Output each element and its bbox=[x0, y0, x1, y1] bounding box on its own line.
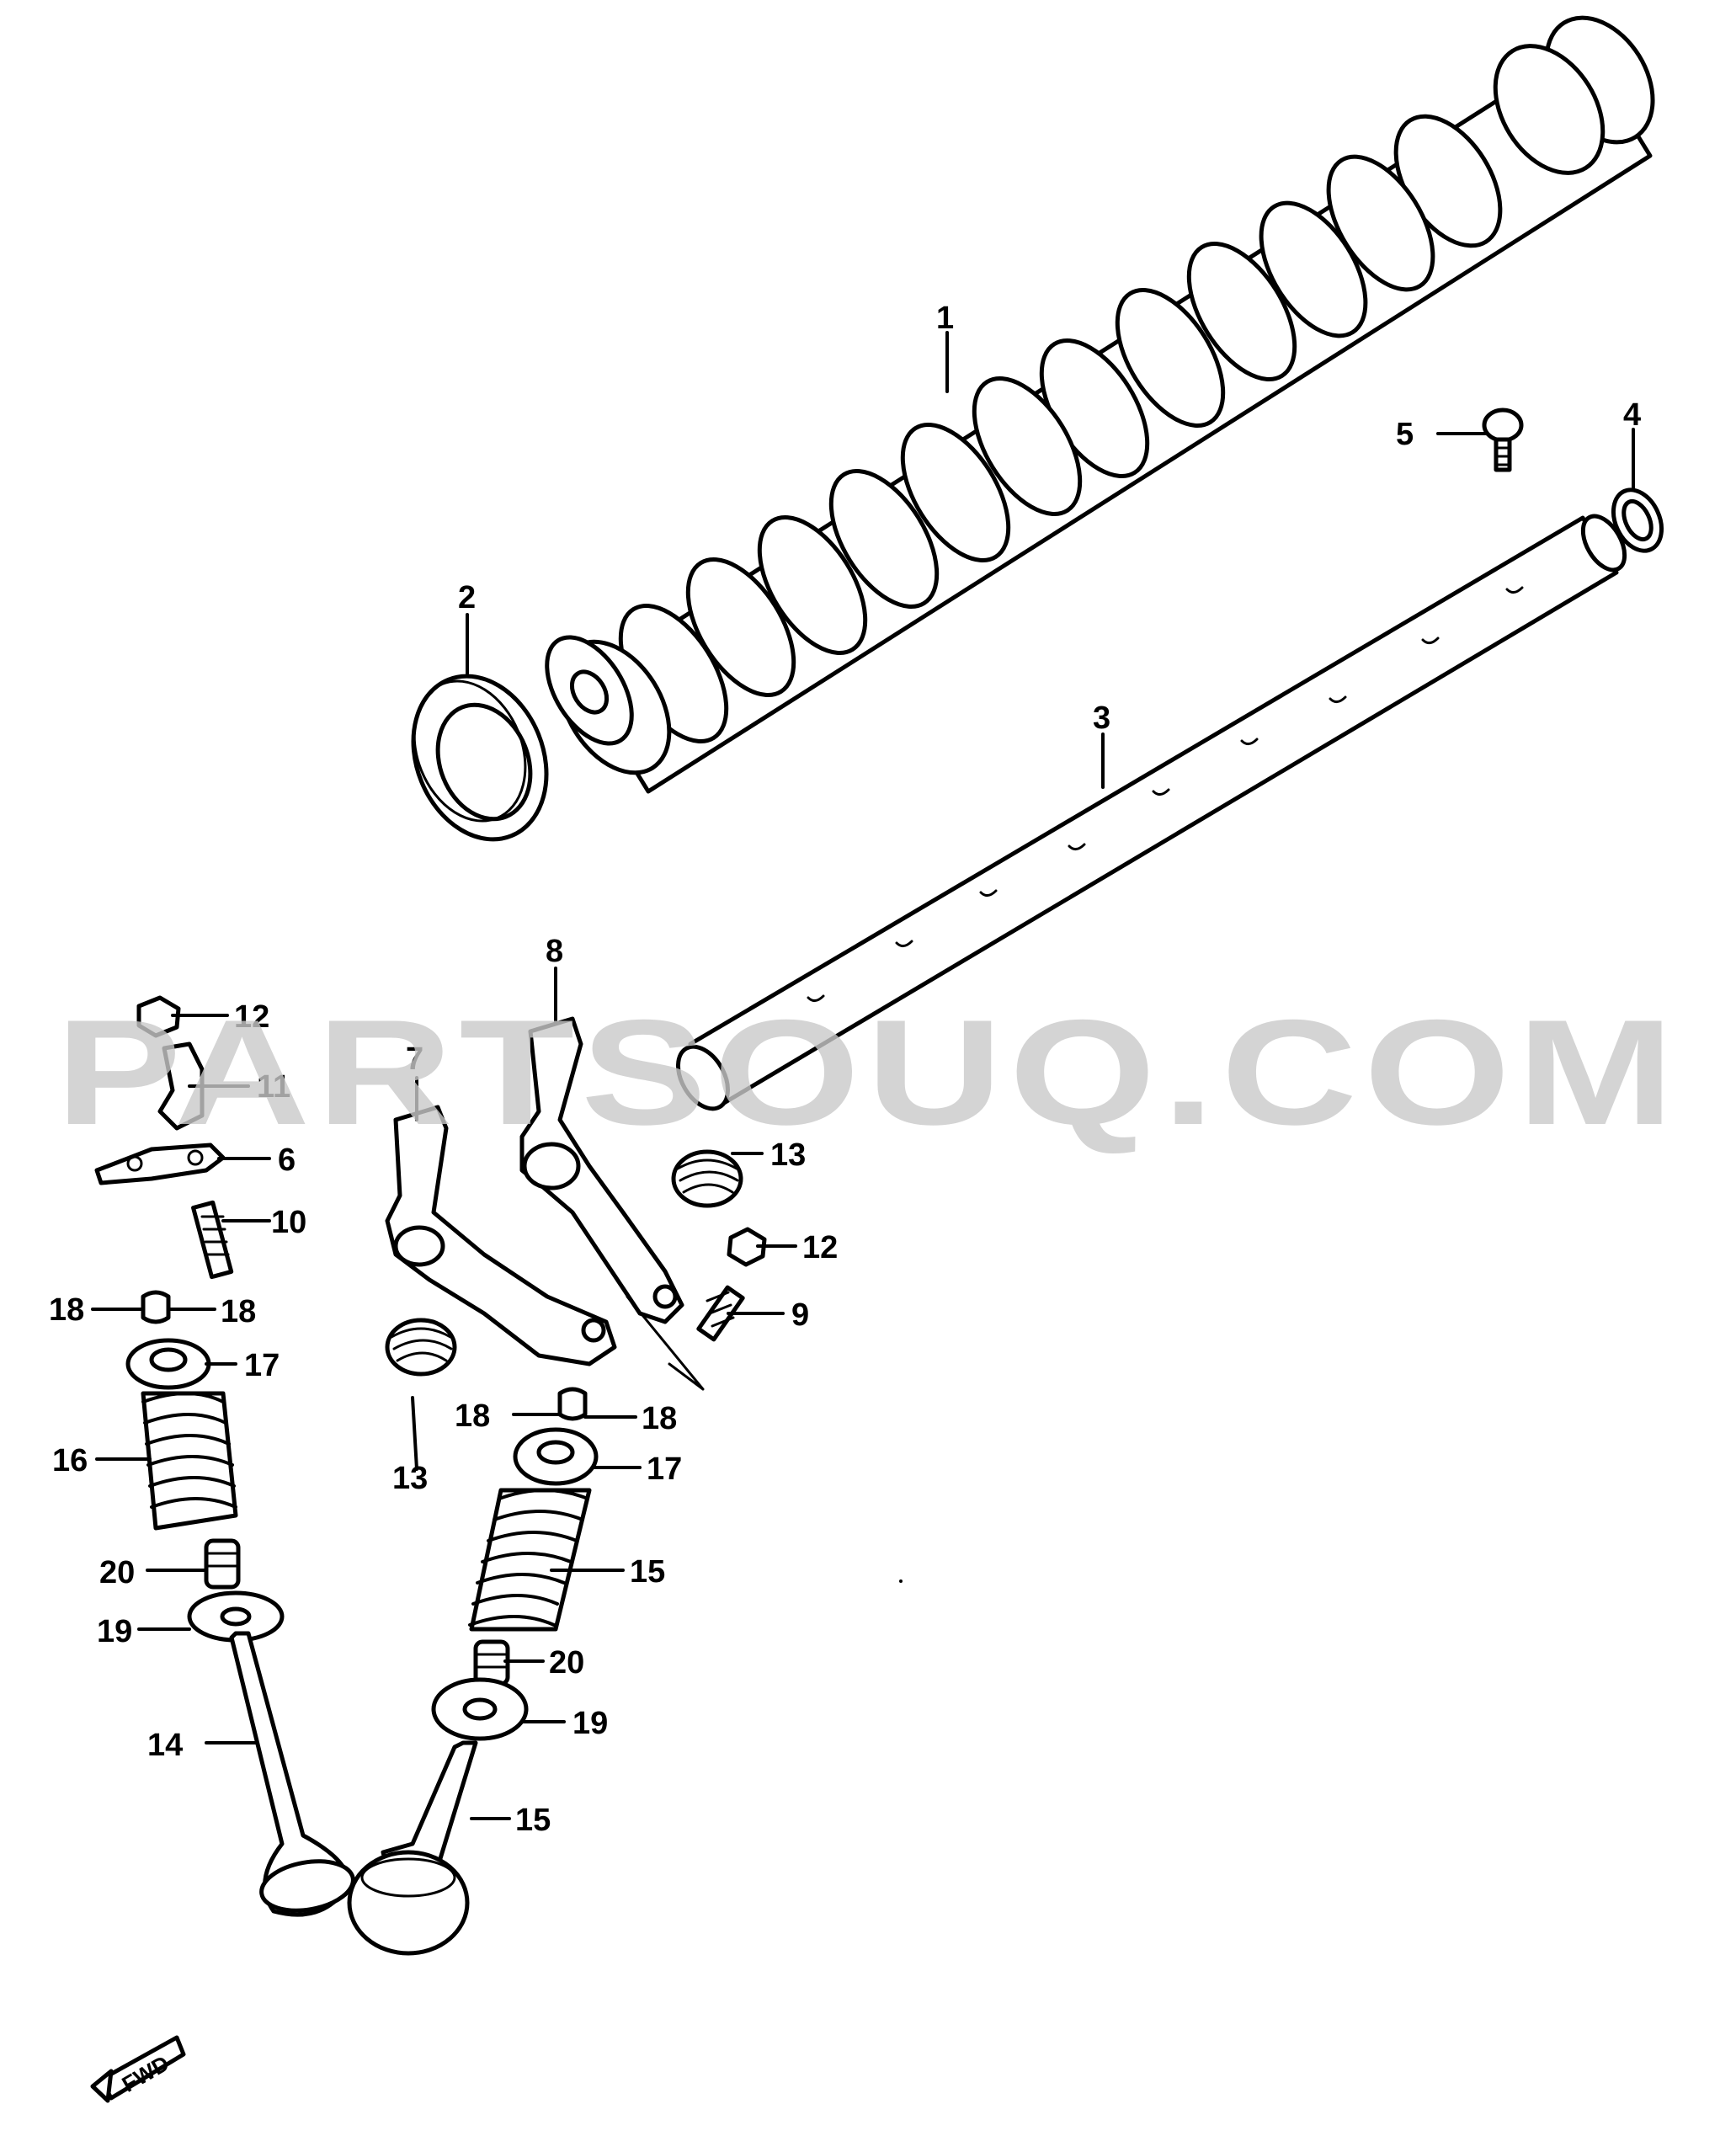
callout-2: 2 bbox=[458, 580, 476, 615]
callout-12-right: 12 bbox=[802, 1230, 838, 1265]
spring-retainer-left[interactable] bbox=[125, 1338, 211, 1390]
callout-16: 16 bbox=[52, 1443, 88, 1478]
callout-15-spring: 15 bbox=[630, 1554, 665, 1590]
rocker-spring-lower[interactable] bbox=[385, 1318, 457, 1377]
adjusting-nut-right[interactable] bbox=[727, 1227, 767, 1267]
callout-18-left-inner: 18 bbox=[221, 1294, 256, 1329]
valve-stem-seal-left[interactable] bbox=[204, 1538, 241, 1590]
valve-cotter-left[interactable] bbox=[141, 1290, 171, 1324]
callout-12-left: 12 bbox=[234, 999, 269, 1035]
rocker-plate[interactable] bbox=[94, 1143, 226, 1185]
callout-3: 3 bbox=[1093, 700, 1110, 736]
callout-labels: 1 2 3 4 5 12 11 6 10 7 8 13 12 9 18 18 1… bbox=[49, 301, 1641, 1838]
adjusting-screw-right[interactable] bbox=[626, 1285, 745, 1391]
adjusting-nut-left[interactable] bbox=[136, 995, 181, 1038]
callout-18-right-outer: 18 bbox=[455, 1398, 490, 1434]
rocker-spring-clip[interactable] bbox=[157, 1041, 205, 1131]
fwd-arrow-icon: FWD bbox=[90, 2035, 186, 2103]
callout-13-upper: 13 bbox=[770, 1137, 806, 1173]
callout-17-right: 17 bbox=[647, 1452, 682, 1487]
callout-15-valve: 15 bbox=[515, 1803, 551, 1838]
exhaust-valve[interactable] bbox=[347, 1740, 478, 1956]
callout-4: 4 bbox=[1623, 397, 1641, 433]
callout-9: 9 bbox=[791, 1297, 809, 1333]
callout-7: 7 bbox=[406, 1041, 423, 1077]
callout-10: 10 bbox=[271, 1205, 306, 1240]
leader-lines bbox=[91, 331, 1635, 1820]
camshaft[interactable] bbox=[530, 0, 1675, 794]
valve-cotter-right[interactable] bbox=[557, 1387, 588, 1421]
stray-dot bbox=[899, 1579, 903, 1583]
valve-spring-right[interactable] bbox=[468, 1488, 592, 1632]
callout-6: 6 bbox=[278, 1143, 296, 1178]
bolt[interactable] bbox=[1482, 407, 1524, 472]
callout-1: 1 bbox=[936, 301, 954, 336]
adjusting-screw-left[interactable] bbox=[191, 1200, 234, 1280]
callout-19-right: 19 bbox=[572, 1706, 608, 1741]
callout-13-lower: 13 bbox=[392, 1461, 428, 1496]
valve-spring-left[interactable] bbox=[141, 1391, 238, 1531]
spring-retainer-right[interactable] bbox=[513, 1427, 599, 1486]
spring-seat-left[interactable] bbox=[187, 1590, 285, 1643]
callout-14: 14 bbox=[147, 1728, 183, 1763]
callout-8: 8 bbox=[546, 934, 563, 969]
callout-18-right-inner: 18 bbox=[642, 1401, 677, 1436]
callout-20-right: 20 bbox=[549, 1645, 584, 1681]
rocker-arm-shaft[interactable] bbox=[668, 509, 1632, 1117]
callout-19-left: 19 bbox=[97, 1614, 132, 1649]
callout-20-left: 20 bbox=[99, 1555, 135, 1590]
spring-seat-right[interactable] bbox=[431, 1677, 529, 1741]
rocker-spring-upper[interactable] bbox=[671, 1149, 743, 1208]
oil-seal[interactable] bbox=[390, 656, 570, 860]
watermark: PARTSOUQ.COM bbox=[56, 988, 1680, 1156]
intake-valve[interactable] bbox=[229, 1631, 357, 1917]
callout-17-left: 17 bbox=[244, 1348, 280, 1383]
callout-18-left-outer: 18 bbox=[49, 1292, 84, 1328]
callout-5: 5 bbox=[1396, 417, 1414, 452]
callout-11: 11 bbox=[257, 1069, 290, 1105]
rocker-arm-exhaust[interactable] bbox=[519, 1016, 684, 1324]
o-ring[interactable] bbox=[1604, 482, 1670, 559]
valve-stem-seal-right[interactable] bbox=[473, 1639, 510, 1686]
rocker-arm-intake[interactable] bbox=[385, 1105, 617, 1366]
